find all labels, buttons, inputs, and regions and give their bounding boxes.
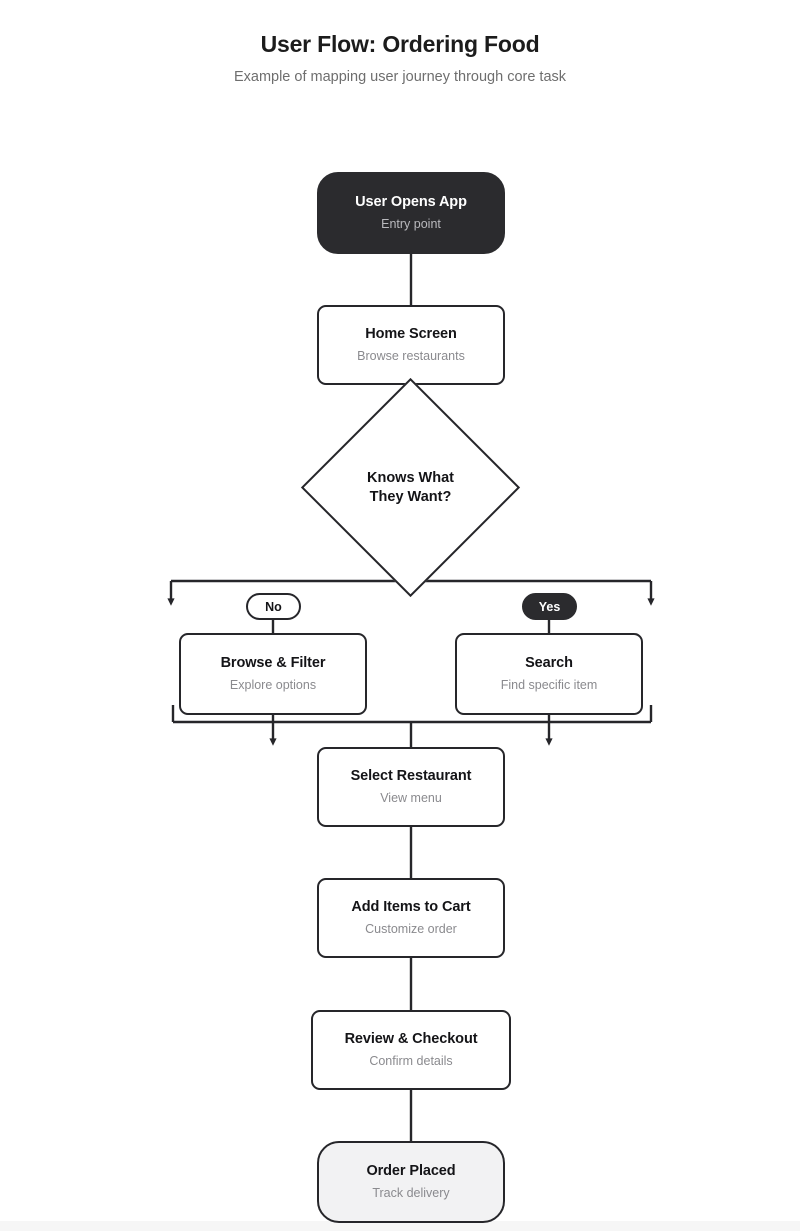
node-title: Order Placed (366, 1163, 456, 1180)
node-title: Review & Checkout (344, 1031, 478, 1048)
page-title: User Flow: Ordering Food (260, 31, 540, 57)
node-home-screen[interactable]: Home Screen Browse restaurants (317, 305, 505, 385)
branch-label-yes-text: Yes (538, 599, 561, 614)
node-subtitle: Entry point (381, 216, 441, 231)
node-title: Select Restaurant (350, 768, 472, 785)
node-title: Home Screen (365, 326, 457, 343)
node-title: User Opens App (355, 194, 467, 211)
node-subtitle: Customize order (365, 921, 457, 936)
node-title: Browse & Filter (220, 655, 326, 672)
node-subtitle: Explore options (229, 677, 317, 692)
node-review-and-checkout[interactable]: Review & Checkout Confirm details (311, 1010, 511, 1090)
node-title: Add Items to Cart (351, 899, 471, 916)
node-subtitle: View menu (380, 790, 442, 805)
node-search[interactable]: Search Find specific item (455, 633, 643, 715)
node-subtitle: Confirm details (369, 1053, 453, 1068)
node-title: Knows What They Want? (367, 470, 454, 505)
node-subtitle: Track delivery (372, 1185, 450, 1200)
node-user-opens-app[interactable]: User Opens App Entry point (317, 172, 505, 254)
node-title: Search (525, 655, 573, 672)
node-subtitle: Find specific item (500, 677, 598, 692)
branch-label-yes[interactable]: Yes (522, 593, 577, 620)
bottom-band (0, 1221, 800, 1231)
branch-label-no-text: No (265, 599, 282, 614)
page-subtitle: Example of mapping user journey through … (233, 69, 567, 85)
node-browse-and-filter[interactable]: Browse & Filter Explore options (179, 633, 367, 715)
node-select-restaurant[interactable]: Select Restaurant View menu (317, 747, 505, 827)
node-knows-what-they-want[interactable]: Knows What They Want? (300, 377, 521, 598)
node-order-placed[interactable]: Order Placed Track delivery (317, 1141, 505, 1223)
node-add-items-to-cart[interactable]: Add Items to Cart Customize order (317, 878, 505, 958)
node-subtitle: Browse restaurants (357, 348, 465, 363)
branch-label-no[interactable]: No (246, 593, 301, 620)
